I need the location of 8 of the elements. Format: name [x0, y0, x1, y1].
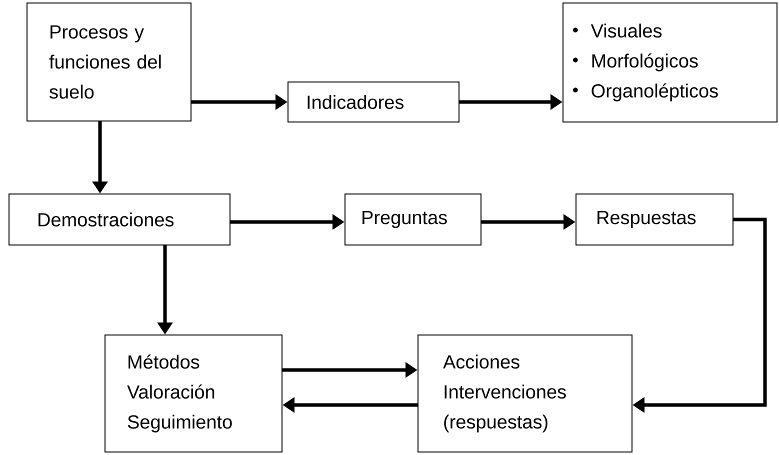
process-box: Procesos y funciones del suelo — [26, 2, 192, 122]
process-box: Demostraciones — [8, 194, 230, 246]
process-box: Preguntas — [344, 194, 482, 246]
process-box: Respuestas — [576, 194, 734, 246]
process-box: Indicadores — [288, 82, 460, 122]
process-box: Métodos Valoración Seguimiento — [104, 334, 282, 452]
list-box: Visuales Morfológicos Organolépticos — [562, 2, 778, 122]
process-box: Acciones Intervenciones (respuestas) — [418, 334, 632, 452]
